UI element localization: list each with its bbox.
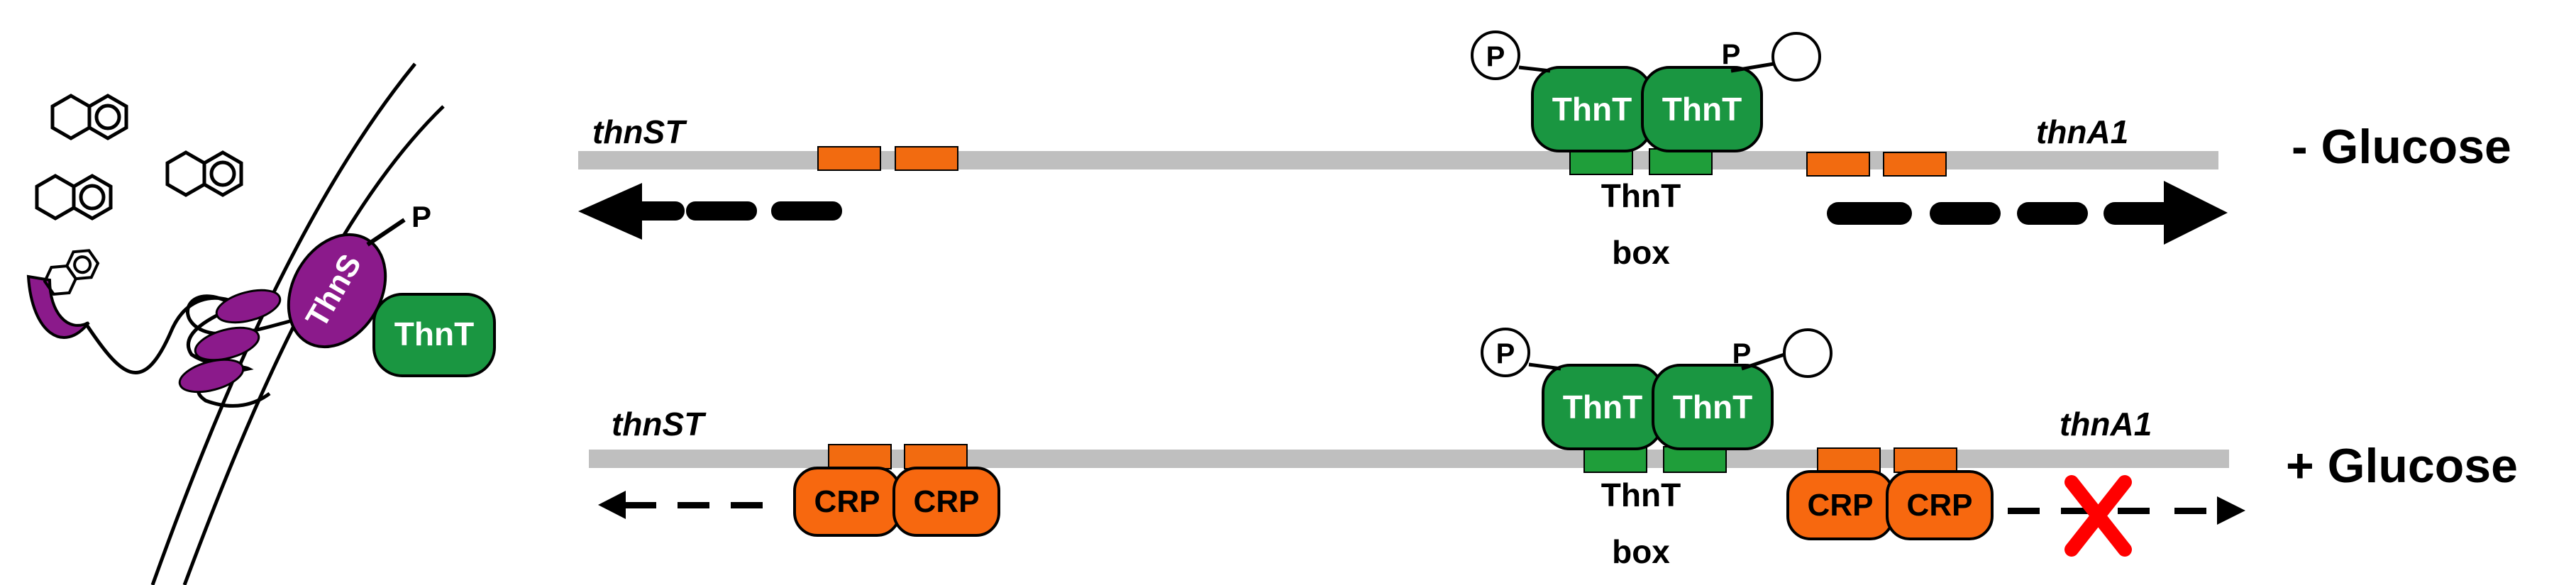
bottom-phospho-label-right: P [1732, 338, 1752, 369]
thns-phospho-label: P [411, 200, 431, 233]
bottom-phospho-circle-right [1783, 328, 1833, 378]
top-dash-right-1 [1827, 202, 1912, 225]
top-site-2 [895, 146, 958, 171]
bottom-crp-protein-2 [892, 467, 1000, 537]
bottom-box-label-line2: box [1612, 533, 1670, 570]
top-phospho-circle-left [1471, 30, 1520, 80]
bottom-site-2 [904, 444, 968, 469]
top-site-4 [1883, 152, 1947, 177]
bottom-dash-right-1 [2008, 508, 2040, 514]
tm-helix-1 [215, 289, 282, 324]
bottom-thnT-box-2 [1663, 446, 1727, 473]
bottom-site-4 [1894, 447, 1957, 473]
top-arrowhead-right [2164, 181, 2228, 245]
bottom-crp-protein-4 [1886, 470, 1994, 540]
bottom-crp-label-1: CRP [814, 484, 880, 519]
bottom-phospho-bond-right [1741, 352, 1785, 371]
bottom-dash-right-2 [2061, 508, 2093, 514]
membrane-panel: ThnS P ThnT [26, 62, 496, 585]
binding-pocket [26, 274, 90, 339]
top-dash-left-1 [631, 201, 685, 221]
top-thnT-label-right: ThnT [1662, 91, 1742, 128]
bottom-thnT-label-left: ThnT [1563, 389, 1642, 425]
tetralin-molecule-3 [165, 150, 243, 197]
tm-helix-3 [178, 358, 245, 394]
top-thnT-label-left: ThnT [1552, 91, 1632, 128]
bottom-gene-left: thnST [612, 406, 707, 442]
bottom-crp-label-3: CRP [1808, 488, 1874, 523]
top-dash-right-4 [2104, 202, 2174, 225]
bottom-thnT-box-1 [1583, 446, 1647, 473]
top-site-3 [1806, 152, 1870, 177]
bottom-arrowhead-right [2217, 496, 2245, 525]
bottom-gene-right: thnA1 [2060, 406, 2152, 442]
tm-helix-2 [194, 326, 260, 362]
bottom-dash-right-4 [2174, 508, 2206, 514]
top-phospho-label-left: P [1486, 41, 1505, 72]
bottom-condition: + Glucose [2286, 439, 2518, 493]
bottom-crp-label-4: CRP [1907, 488, 1973, 523]
bottom-crp-label-2: CRP [914, 484, 980, 519]
bottom-phospho-bond-left [1528, 362, 1561, 371]
top-phospho-label-right: P [1722, 39, 1741, 70]
bottom-dash-left-1 [624, 502, 656, 508]
top-site-1 [817, 146, 881, 171]
bottom-dash-left-2 [678, 502, 709, 508]
top-box-label-line2: box [1612, 234, 1670, 271]
top-condition: - Glucose [2292, 120, 2511, 174]
bottom-box-label-line1: ThnT [1601, 477, 1681, 513]
thns-periplasmic-loop [185, 294, 299, 336]
top-thnT-box-2 [1649, 148, 1713, 175]
thnT-regulator [372, 293, 496, 377]
top-dash-right-3 [2017, 202, 2088, 225]
top-thnT-protein-right [1641, 66, 1763, 152]
bottom-dash-left-3 [731, 502, 763, 508]
bottom-dash-right-3 [2118, 508, 2150, 514]
tetralin-molecule-1 [50, 94, 128, 140]
bottom-thnT-protein-right [1652, 364, 1774, 450]
bottom-phospho-label-left: P [1496, 338, 1515, 369]
bottom-panel: thnST thnA1 ThnT ThnT P P ThnT box CRP C… [589, 328, 2518, 570]
thnT-regulator-label: ThnT [394, 316, 474, 352]
thns-phospho-bond [366, 218, 406, 247]
top-box-label-line1: ThnT [1601, 177, 1681, 214]
bottom-site-3 [1817, 447, 1881, 473]
top-dash-right-2 [1930, 202, 2001, 225]
top-gene-right: thnA1 [2036, 113, 2128, 150]
bottom-site-1 [828, 444, 892, 469]
top-gene-left: thnST [592, 113, 687, 150]
bound-tetralin [43, 249, 100, 296]
top-phospho-circle-right [1771, 32, 1821, 82]
top-phospho-bond-right [1730, 62, 1774, 73]
thns-transmembrane-loops [83, 296, 271, 408]
top-panel: thnST thnA1 ThnT ThnT P P ThnT box - G [578, 30, 2511, 271]
top-thnT-box-1 [1569, 148, 1633, 175]
bottom-arrowhead-left [598, 491, 626, 519]
top-dash-left-3 [771, 201, 842, 221]
bottom-phospho-circle-left [1481, 328, 1530, 377]
top-dash-left-2 [686, 201, 757, 221]
top-phospho-bond-left [1518, 65, 1551, 73]
bottom-thnT-label-right: ThnT [1673, 389, 1752, 425]
transcription-blocked-icon [2064, 475, 2132, 557]
top-arrowhead-left [578, 183, 642, 240]
tetralin-molecule-2 [35, 174, 113, 221]
